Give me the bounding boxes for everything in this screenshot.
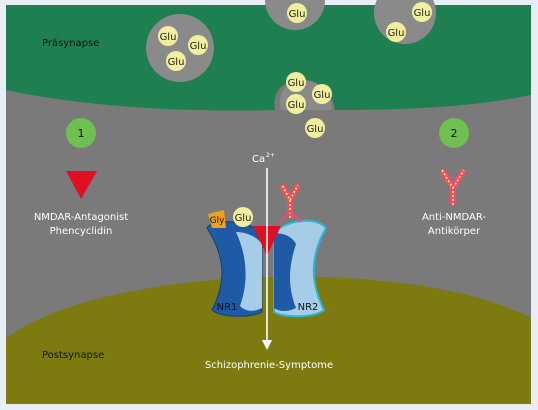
arrow-head-icon	[262, 340, 272, 350]
nr2-label: NR2	[298, 302, 319, 313]
calcium-label: Ca	[252, 154, 265, 165]
glu-label: Glu	[314, 90, 331, 101]
symptoms-label: Schizophrenie-Symptome	[205, 360, 333, 371]
glu-ball	[312, 84, 332, 104]
antibody-icon	[439, 168, 467, 205]
presynapse-label: Präsynapse	[42, 38, 99, 49]
nr1-label: NR1	[217, 302, 238, 313]
vesicle-top-center: Glu	[265, 0, 325, 30]
glu-label: Glu	[190, 41, 207, 52]
glu-label: Glu	[160, 32, 177, 43]
antagonist-triangle-icon	[66, 171, 97, 199]
nr1-inner	[236, 232, 262, 311]
glu-label: Glu	[414, 8, 431, 19]
presynapse-region	[6, 5, 531, 111]
glu-label: Glu	[307, 124, 324, 135]
glu-label: Glu	[168, 57, 185, 68]
gly-label: Gly	[210, 216, 225, 226]
nr2-inner	[274, 233, 296, 311]
glu-label: Glu	[288, 78, 305, 89]
glu-label: Glu	[388, 28, 405, 39]
antibody-label-line2: Antikörper	[428, 226, 481, 237]
nmda-receptor	[206, 219, 328, 318]
marker-2	[439, 118, 469, 148]
vesicle-left: Glu Glu Glu	[146, 14, 214, 82]
antagonist-label-line2: Phencyclidin	[50, 226, 113, 237]
calcium-charge: 2+	[266, 152, 275, 159]
marker-2-label: 2	[451, 127, 458, 140]
glu-bound	[233, 207, 253, 227]
postsynapse-label: Postsynapse	[42, 350, 104, 361]
glu-label: Glu	[289, 9, 306, 20]
glu-ball	[305, 118, 325, 138]
bound-antibody-icon	[278, 183, 302, 223]
gly-ligand	[208, 210, 226, 228]
glu-label: Glu	[235, 213, 252, 224]
glu-ball	[286, 94, 306, 114]
vesicle-top-right: Glu Glu	[374, 0, 436, 44]
antagonist-label-line1: NMDAR-Antagonist	[34, 212, 128, 223]
marker-1	[66, 118, 96, 148]
glu-label: Glu	[288, 100, 305, 111]
antibody-label-line1: Anti-NMDAR-	[422, 212, 487, 223]
glu-ball	[286, 72, 306, 92]
marker-1-label: 1	[78, 127, 85, 140]
